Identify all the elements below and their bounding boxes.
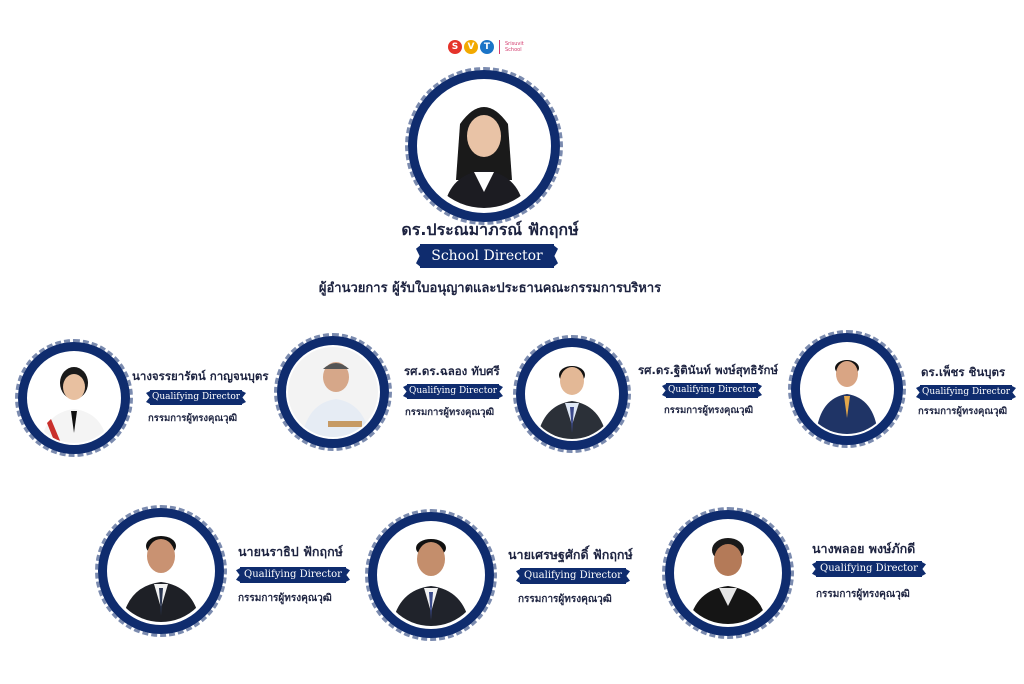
member-role: กรรมการผู้ทรงคุณวุฒิ <box>148 413 238 424</box>
member-role: กรรมการผู้ทรงคุณวุฒิ <box>518 594 612 605</box>
logo-wordmark: Srisuvit School <box>505 41 524 53</box>
portrait-ring <box>95 505 227 637</box>
member-portrait <box>513 335 631 453</box>
member-photo <box>802 344 892 434</box>
logo-letter-s: S <box>448 40 462 54</box>
member-portrait <box>15 339 133 457</box>
member-portrait <box>662 507 794 639</box>
member-title-badge: Qualifying Director <box>816 561 922 577</box>
member-photo <box>110 520 212 622</box>
member-portrait <box>365 509 497 641</box>
member-role: กรรมการผู้ทรงคุณวุฒิ <box>918 406 1008 417</box>
portrait-ring <box>662 507 794 639</box>
director-photo <box>422 84 546 208</box>
logo-letter-t: T <box>480 40 494 54</box>
member-name: นายเศรษฐศักดิ์ ฟักฤกษ์ <box>508 547 633 562</box>
member-title-badge: Qualifying Director <box>666 383 758 398</box>
portrait-ring <box>405 67 563 225</box>
logo-wordmark-line1: Srisuvit <box>505 41 524 47</box>
member-portrait <box>274 333 392 451</box>
member-name: นางจรรยารัตน์ กาญจนบุตร <box>132 369 269 383</box>
logo-letter-v: V <box>464 40 478 54</box>
member-title-badge: Qualifying Director <box>520 568 626 584</box>
director-portrait <box>405 67 563 225</box>
member-name: รศ.ดร.ฐิตินันท์ พงษ์สุทธิรักษ์ <box>638 363 779 377</box>
member-title-badge: Qualifying Director <box>407 384 499 399</box>
member-name: รศ.ดร.ฉลอง ทับศรี <box>404 364 500 378</box>
director-title-badge: School Director <box>420 244 554 268</box>
portrait-ring <box>788 330 906 448</box>
school-logo: S V T Srisuvit School <box>448 38 528 56</box>
member-name: นายนราธิป ฟักฤกษ์ <box>238 544 343 559</box>
member-photo <box>527 349 617 439</box>
logo-wordmark-line2: School <box>505 47 522 53</box>
member-name: นางพลอย พงษ์ภักดี <box>812 541 916 556</box>
member-portrait <box>95 505 227 637</box>
member-title-badge: Qualifying Director <box>150 390 242 405</box>
member-role: กรรมการผู้ทรงคุณวุฒิ <box>405 407 495 418</box>
director-role: ผู้อำนวยการ ผู้รับใบอนุญาตและประธานคณะกร… <box>318 281 662 296</box>
member-portrait <box>788 330 906 448</box>
member-title-badge: Qualifying Director <box>920 385 1012 400</box>
member-photo <box>380 524 482 626</box>
member-role: กรรมการผู้ทรงคุณวุฒิ <box>238 593 332 604</box>
member-role: กรรมการผู้ทรงคุณวุฒิ <box>664 405 754 416</box>
portrait-ring <box>15 339 133 457</box>
portrait-ring <box>365 509 497 641</box>
member-photo <box>288 347 378 437</box>
logo-divider <box>499 40 500 54</box>
member-title-badge: Qualifying Director <box>240 567 346 583</box>
member-photo <box>677 522 779 624</box>
portrait-ring <box>274 333 392 451</box>
director-name: ดร.ประณมาภรณ์ ฟักฤกษ์ <box>401 220 579 239</box>
member-photo <box>29 353 119 443</box>
portrait-ring <box>513 335 631 453</box>
member-name: ดร.เพ็ชร ชินบุตร <box>921 365 1006 379</box>
member-role: กรรมการผู้ทรงคุณวุฒิ <box>816 589 910 600</box>
